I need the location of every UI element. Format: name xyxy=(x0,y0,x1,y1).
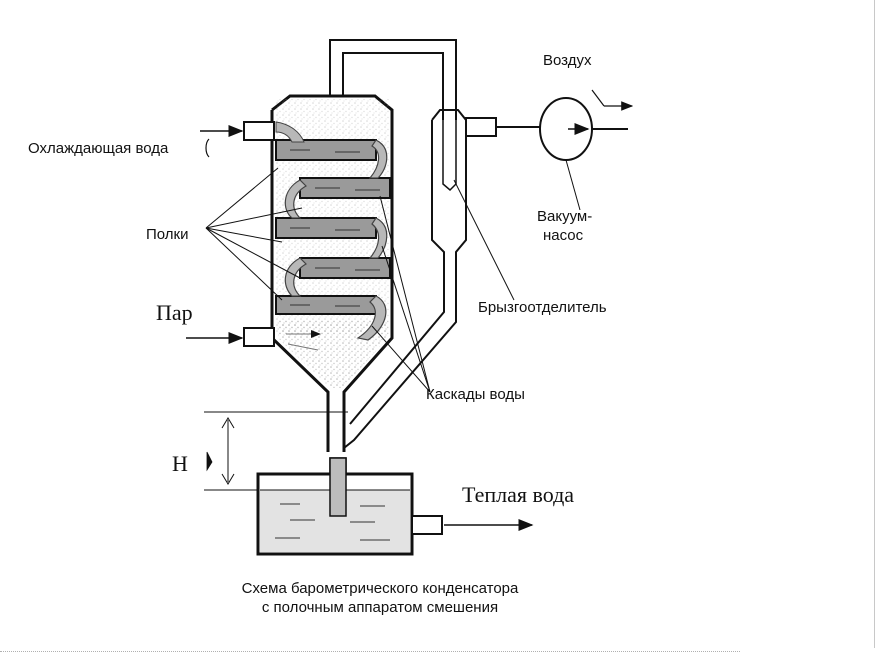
shelf-4 xyxy=(299,257,391,279)
label-vacuum-pump-2: насос xyxy=(543,227,584,244)
label-steam: Пар xyxy=(156,300,193,325)
label-shelves: Полки xyxy=(146,226,189,243)
label-water-cascades: Каскады воды xyxy=(426,386,525,403)
spray-separator xyxy=(343,109,540,449)
diagram-caption: Схема барометрического конденсатора с по… xyxy=(150,579,610,617)
label-height: H xyxy=(172,451,188,476)
label-air: Воздух xyxy=(543,52,592,69)
vapor-pipe xyxy=(329,39,457,120)
frame-bottom-border xyxy=(0,651,740,652)
frame-right-border xyxy=(874,0,875,648)
steam-inlet xyxy=(186,327,321,351)
caption-line-1: Схема барометрического конденсатора xyxy=(241,580,519,597)
warm-water-tank xyxy=(256,457,534,556)
label-vacuum-pump-1: Вакуум- xyxy=(537,208,593,225)
label-separator: Брызгоотделитель xyxy=(478,299,607,316)
cooling-water-inlet xyxy=(200,121,305,143)
bracket-mark xyxy=(205,138,210,158)
shelf-water-lines xyxy=(290,149,380,307)
leader-lines xyxy=(205,159,581,393)
shelf-2 xyxy=(299,177,391,199)
label-warm-water: Теплая вода xyxy=(462,482,575,507)
vacuum-pump xyxy=(539,89,634,161)
caption-line-2: с полочным аппаратом смешения xyxy=(261,599,499,616)
shelves-group xyxy=(275,139,391,315)
label-cooling-water: Охлаждающая вода xyxy=(28,140,169,157)
